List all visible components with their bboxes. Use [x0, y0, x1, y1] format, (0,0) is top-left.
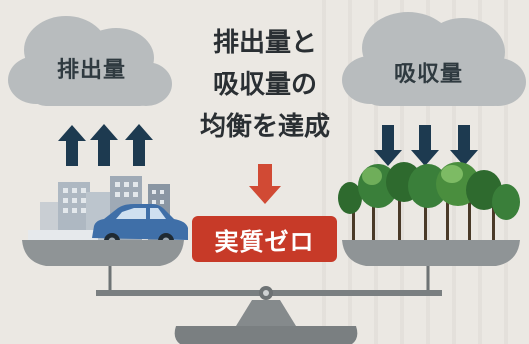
absorption-cloud [342, 12, 526, 106]
center-text-line-2: 吸収量の [212, 70, 317, 100]
arrow-down-icon [249, 164, 281, 204]
arrow-up-icon [58, 125, 86, 166]
emission-cloud [8, 16, 172, 106]
arrow-down-icon [450, 125, 478, 166]
balance-scale-icon [96, 266, 442, 344]
tree-icon [338, 162, 520, 242]
net-zero-badge: 実質ゼロ [192, 216, 337, 262]
left-scale-pan [22, 240, 184, 266]
emission-label: 排出量 [57, 58, 127, 83]
arrow-up-icon [90, 124, 118, 166]
center-text-line-1: 排出量と [212, 28, 317, 58]
absorption-label: 吸収量 [394, 62, 464, 87]
arrow-up-icon [125, 124, 153, 166]
arrow-down-icon [411, 125, 439, 166]
right-scale-pan [342, 240, 520, 266]
center-text-line-3: 均衡を達成 [199, 112, 330, 142]
arrow-down-icon [374, 125, 402, 166]
